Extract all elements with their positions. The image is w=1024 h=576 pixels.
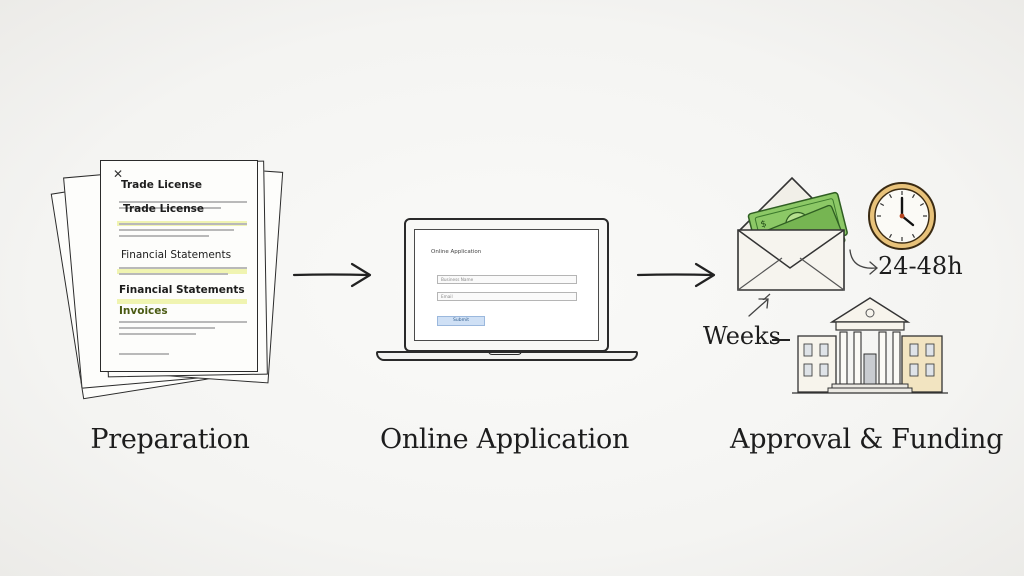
doc-title-trade-license: Trade License — [121, 179, 203, 191]
screen-submit-button: Submit — [437, 316, 485, 326]
stage-label-preparation: Preparation — [90, 424, 250, 455]
screen-input-field: Business Name — [437, 275, 577, 284]
svg-text:$: $ — [760, 219, 768, 230]
document-stack-icon: ✕ Trade License Trade License Financial … — [50, 150, 284, 410]
doc-text-lines — [119, 201, 247, 213]
stamp-icon: ✕ — [113, 167, 124, 181]
fast-approval-time: 24-48h — [878, 252, 963, 280]
doc-signature-line — [119, 353, 169, 359]
clock-icon — [868, 182, 936, 250]
doc-title-trade-license-2: Trade License — [123, 203, 205, 215]
document-sheet-front: ✕ Trade License Trade License Financial … — [100, 160, 258, 372]
stage-label-approval-funding: Approval & Funding — [730, 424, 1004, 455]
doc-title-financial-statements-2: Financial Statements — [119, 284, 245, 296]
highlight-mark — [117, 269, 247, 274]
doc-title-invoices: Invoices — [119, 305, 168, 317]
laptop-lid: Online Application Business Name Email S… — [404, 218, 609, 352]
pointer-arrow-icon — [748, 298, 769, 317]
stage-label-online-application: Online Application — [380, 424, 630, 455]
doc-text-lines — [119, 223, 247, 241]
money-envelope-icon: $ $ — [737, 176, 848, 300]
dash-connector — [772, 339, 790, 341]
laptop-screen: Online Application Business Name Email S… — [414, 229, 599, 341]
screen-form-title: Online Application — [431, 249, 482, 255]
slow-approval-time: Weeks — [703, 322, 781, 350]
screen-input-field: Email — [437, 292, 577, 301]
doc-title-financial-statements: Financial Statements — [121, 249, 232, 261]
arrow-right-icon — [636, 262, 716, 288]
laptop-notch — [488, 351, 522, 355]
doc-text-lines — [119, 321, 247, 339]
bank-building-icon — [792, 297, 948, 394]
curved-arrow-icon — [849, 249, 878, 275]
doc-text-lines — [119, 267, 247, 279]
laptop-base — [376, 351, 638, 361]
highlight-mark — [117, 299, 247, 304]
arrow-right-icon — [292, 262, 372, 288]
laptop-icon: Online Application Business Name Email S… — [370, 215, 640, 365]
